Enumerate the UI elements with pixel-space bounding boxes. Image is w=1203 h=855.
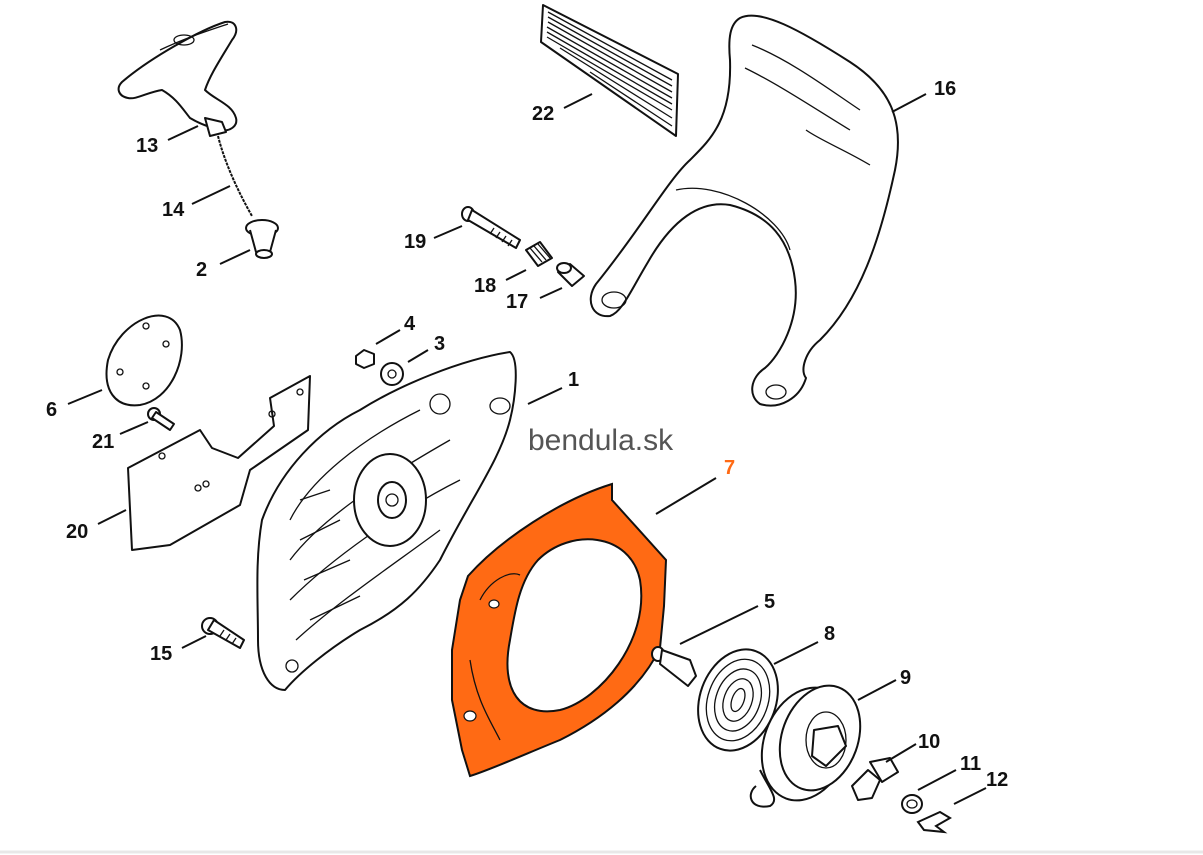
label-8: 8 [824, 623, 835, 645]
part-5-pin [651, 646, 697, 687]
label-9: 9 [900, 667, 911, 689]
part-2-bushing [245, 219, 279, 259]
label-14: 14 [162, 199, 185, 221]
part-7-fan-housing [451, 482, 668, 778]
label-12: 12 [986, 769, 1008, 791]
part-8-spring [697, 648, 779, 752]
part-22-grille [540, 4, 679, 137]
leader-lines [67, 93, 987, 805]
part-14-rope [217, 135, 253, 217]
label-4: 4 [404, 313, 416, 335]
part-1-housing [256, 351, 517, 691]
watermark-text: bendula.sk [528, 424, 674, 457]
label-13: 13 [136, 135, 158, 157]
label-7: 7 [724, 457, 735, 479]
label-11: 11 [960, 753, 981, 775]
part-11-washer [901, 794, 923, 814]
label-22: 22 [532, 103, 554, 125]
part-15-screw [201, 617, 245, 649]
label-10: 10 [918, 731, 940, 753]
part-4-nut [355, 349, 375, 369]
label-18: 18 [474, 275, 496, 297]
part-17-sleeve [556, 262, 585, 287]
part-12-clip [916, 810, 952, 834]
label-17: 17 [506, 291, 528, 313]
label-2: 2 [196, 259, 207, 281]
part-9-rotor [749, 684, 862, 808]
label-19: 19 [404, 231, 426, 253]
part-10-pawl [851, 757, 899, 801]
label-5: 5 [764, 591, 775, 613]
part-3-washer [380, 362, 404, 386]
label-3: 3 [434, 333, 445, 355]
label-16: 16 [934, 78, 956, 100]
label-20: 20 [66, 521, 88, 543]
part-20-baffle [127, 375, 311, 551]
label-1: 1 [568, 369, 579, 391]
part-number-labels: 13 14 2 19 18 17 22 16 4 3 1 6 21 20 15 … [46, 78, 1008, 791]
part-6-plate [105, 314, 183, 407]
label-6: 6 [46, 399, 57, 421]
label-15: 15 [150, 643, 172, 665]
part-18-spring [525, 241, 553, 267]
part-16-hand-guard [589, 14, 899, 407]
label-21: 21 [92, 431, 114, 453]
part-21-screw [147, 407, 175, 431]
part-19-bolt [461, 206, 521, 249]
part-13-starter-grip [117, 20, 238, 137]
